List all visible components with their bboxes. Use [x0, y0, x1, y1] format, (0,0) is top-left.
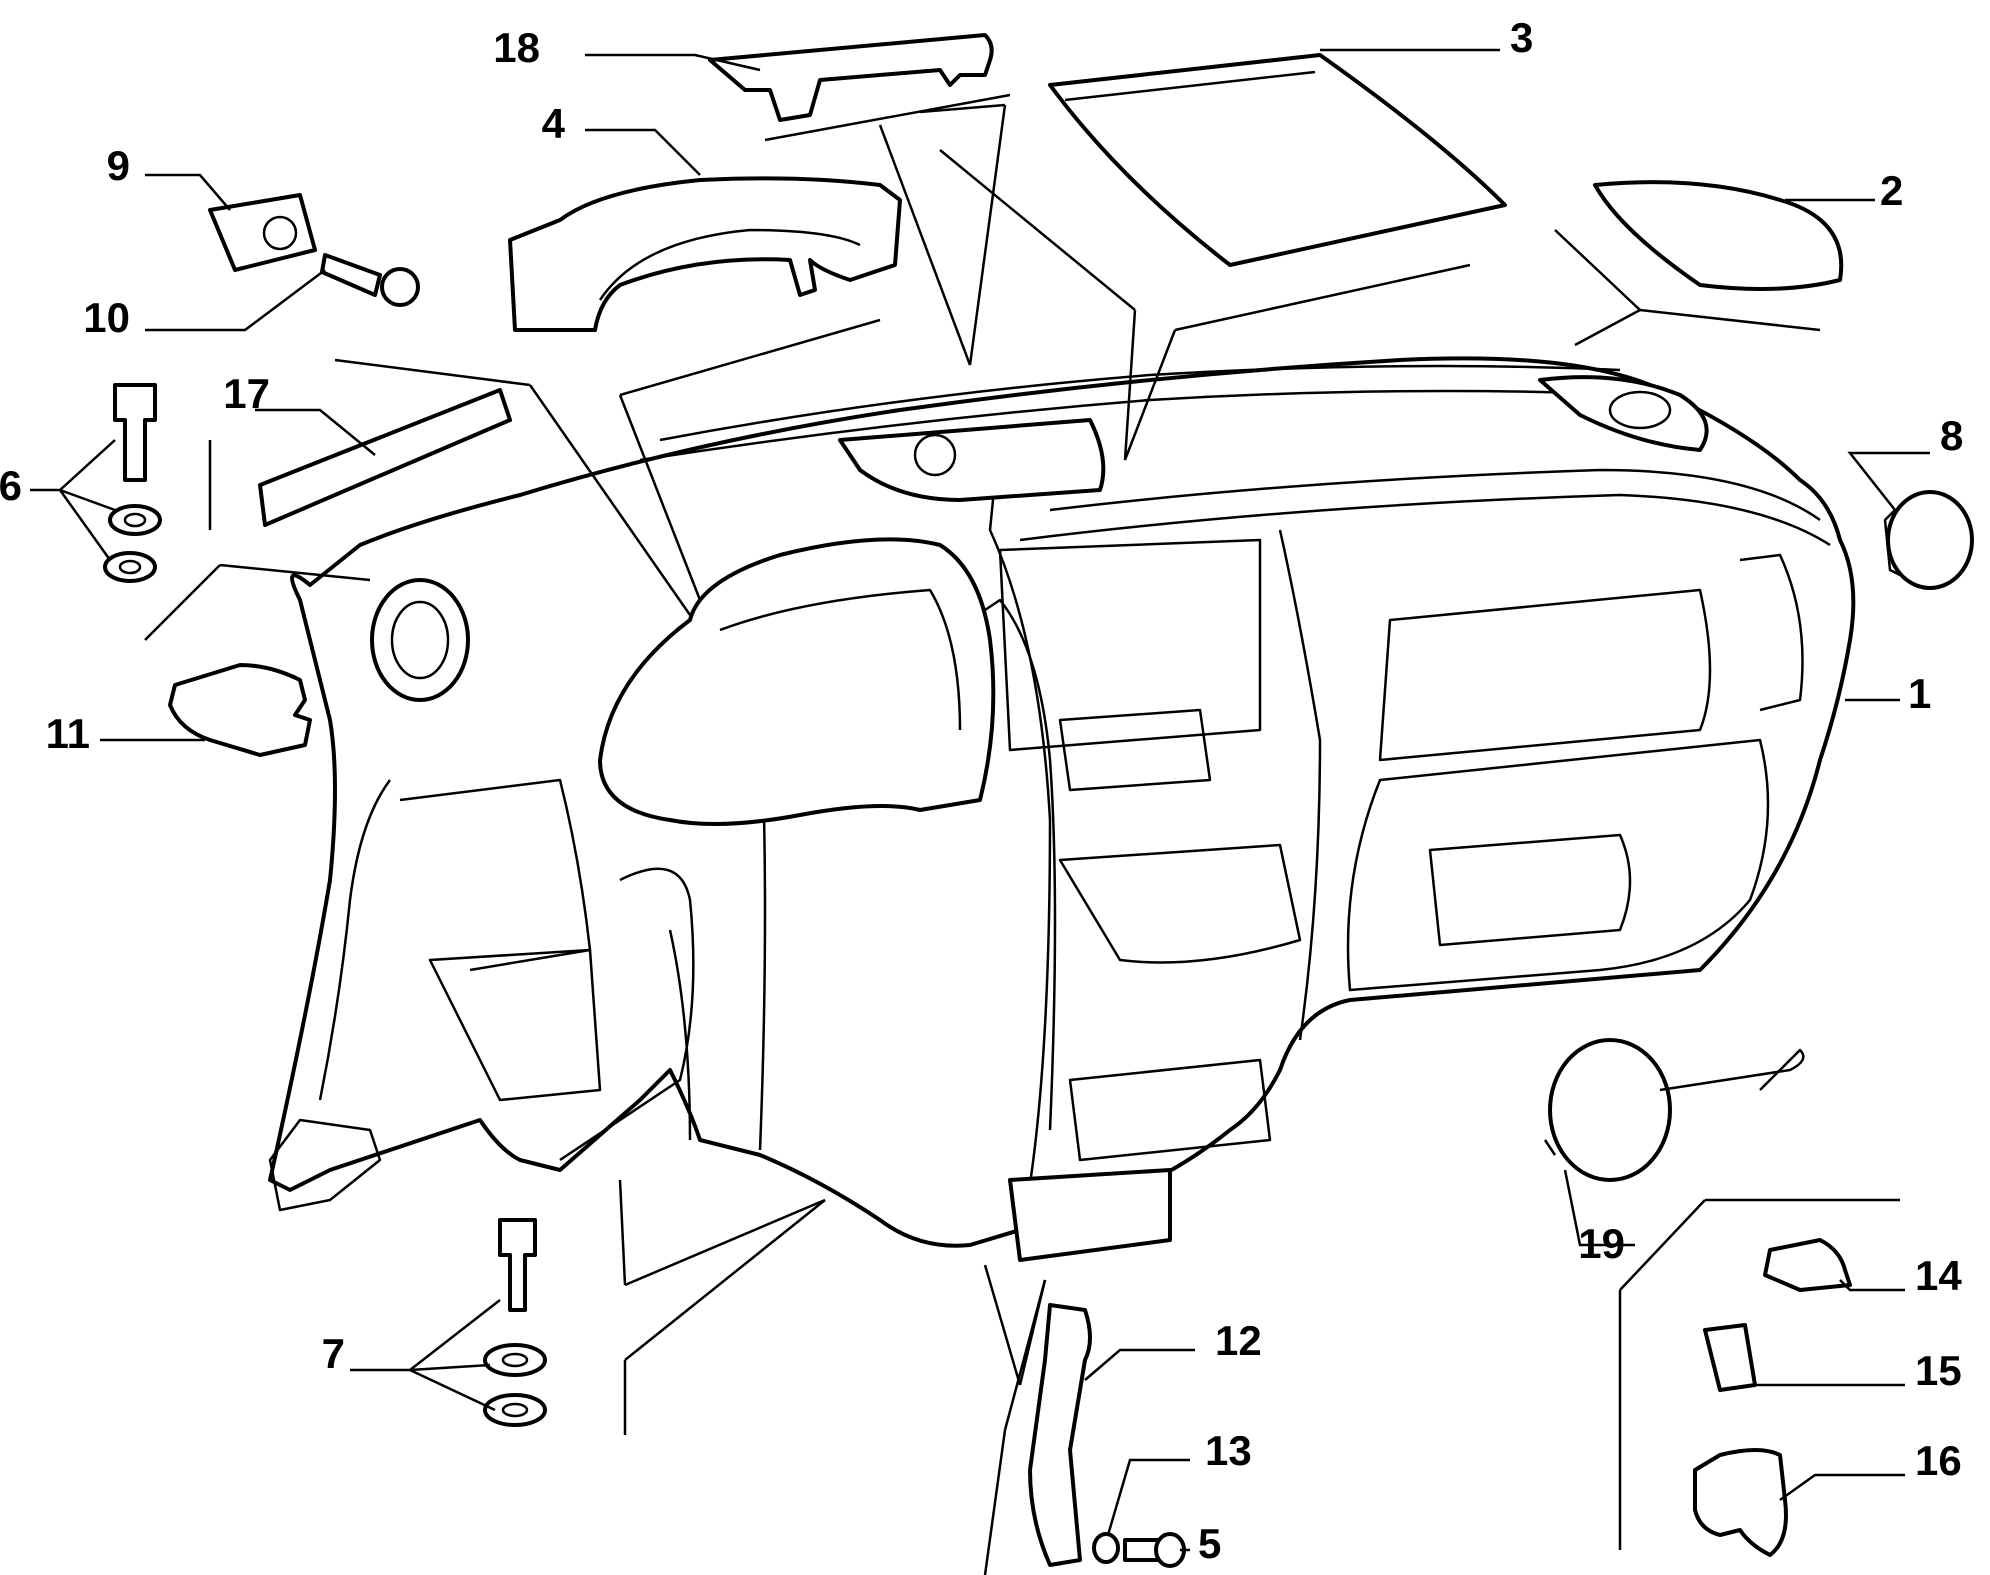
- callout-3: 3: [1510, 14, 1533, 61]
- leader-lines: [30, 48, 1930, 1552]
- callout-12: 12: [1215, 1317, 1262, 1364]
- part-7-bolt-washers: [483, 1218, 547, 1427]
- callout-8: 8: [1940, 412, 1963, 459]
- part-5-screw: [1123, 1532, 1186, 1568]
- part-19-round-cover: [1543, 1038, 1805, 1182]
- part-2-trim-panel: [1593, 180, 1844, 291]
- part-14-clip-nut: [1763, 1238, 1852, 1292]
- callout-1: 1: [1908, 670, 1931, 717]
- part-8-cap: [1883, 490, 1974, 590]
- callout-10: 10: [83, 294, 130, 341]
- part-10-screw: [320, 253, 420, 307]
- part-16-plastic-clip: [1693, 1448, 1788, 1557]
- callout-6: 6: [0, 462, 22, 509]
- part-9-clip: [208, 193, 317, 272]
- callout-7: 7: [322, 1330, 345, 1377]
- part-17-vent-strip: [258, 388, 512, 527]
- callout-9: 9: [107, 142, 130, 189]
- part-4-upper-panel: [508, 176, 902, 332]
- part-6-bolt-washers: [103, 383, 162, 583]
- callout-2: 2: [1880, 167, 1903, 214]
- callout-15: 15: [1915, 1347, 1962, 1394]
- part-13-washer: [1092, 1532, 1120, 1564]
- callout-17: 17: [223, 370, 270, 417]
- callout-19: 19: [1578, 1220, 1625, 1267]
- callout-11: 11: [46, 710, 90, 757]
- part-12-bracket-arm: [1028, 1303, 1092, 1567]
- guide-lines: [144, 93, 1900, 1575]
- part-11-bracket: [168, 663, 312, 757]
- callout-13: 13: [1205, 1427, 1252, 1474]
- callout-18: 18: [493, 24, 540, 71]
- part-3-top-pad: [1048, 53, 1507, 267]
- callout-16: 16: [1915, 1437, 1962, 1484]
- callout-5: 5: [1198, 1520, 1221, 1567]
- callout-14: 14: [1915, 1252, 1962, 1299]
- part-18-vent-strip: [708, 33, 994, 122]
- callout-4: 4: [542, 100, 566, 147]
- part-15-spring-clip: [1703, 1323, 1757, 1392]
